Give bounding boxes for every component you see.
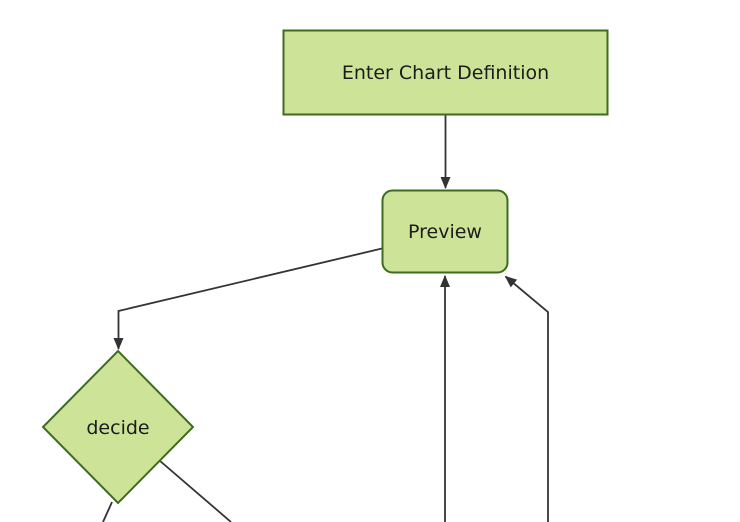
edge-decide-out-right	[158, 459, 232, 522]
node-preview: Preview	[381, 189, 509, 274]
edge-preview-to-decide	[113, 247, 383, 350]
node-preview-label: Preview	[408, 221, 482, 243]
node-enter-chart-definition-label: Enter Chart Definition	[342, 62, 549, 84]
edge-offscreen-right-to-preview	[504, 275, 549, 522]
node-enter-chart-definition-shape	[282, 29, 609, 116]
node-decide-label: decide	[86, 417, 149, 439]
edge-decide-out-left	[102, 501, 113, 522]
node-enter-chart-definition: Enter Chart Definition	[282, 29, 609, 116]
node-decide-shape	[41, 349, 195, 505]
node-preview-shape	[381, 189, 509, 274]
node-decide: decide	[41, 349, 195, 505]
